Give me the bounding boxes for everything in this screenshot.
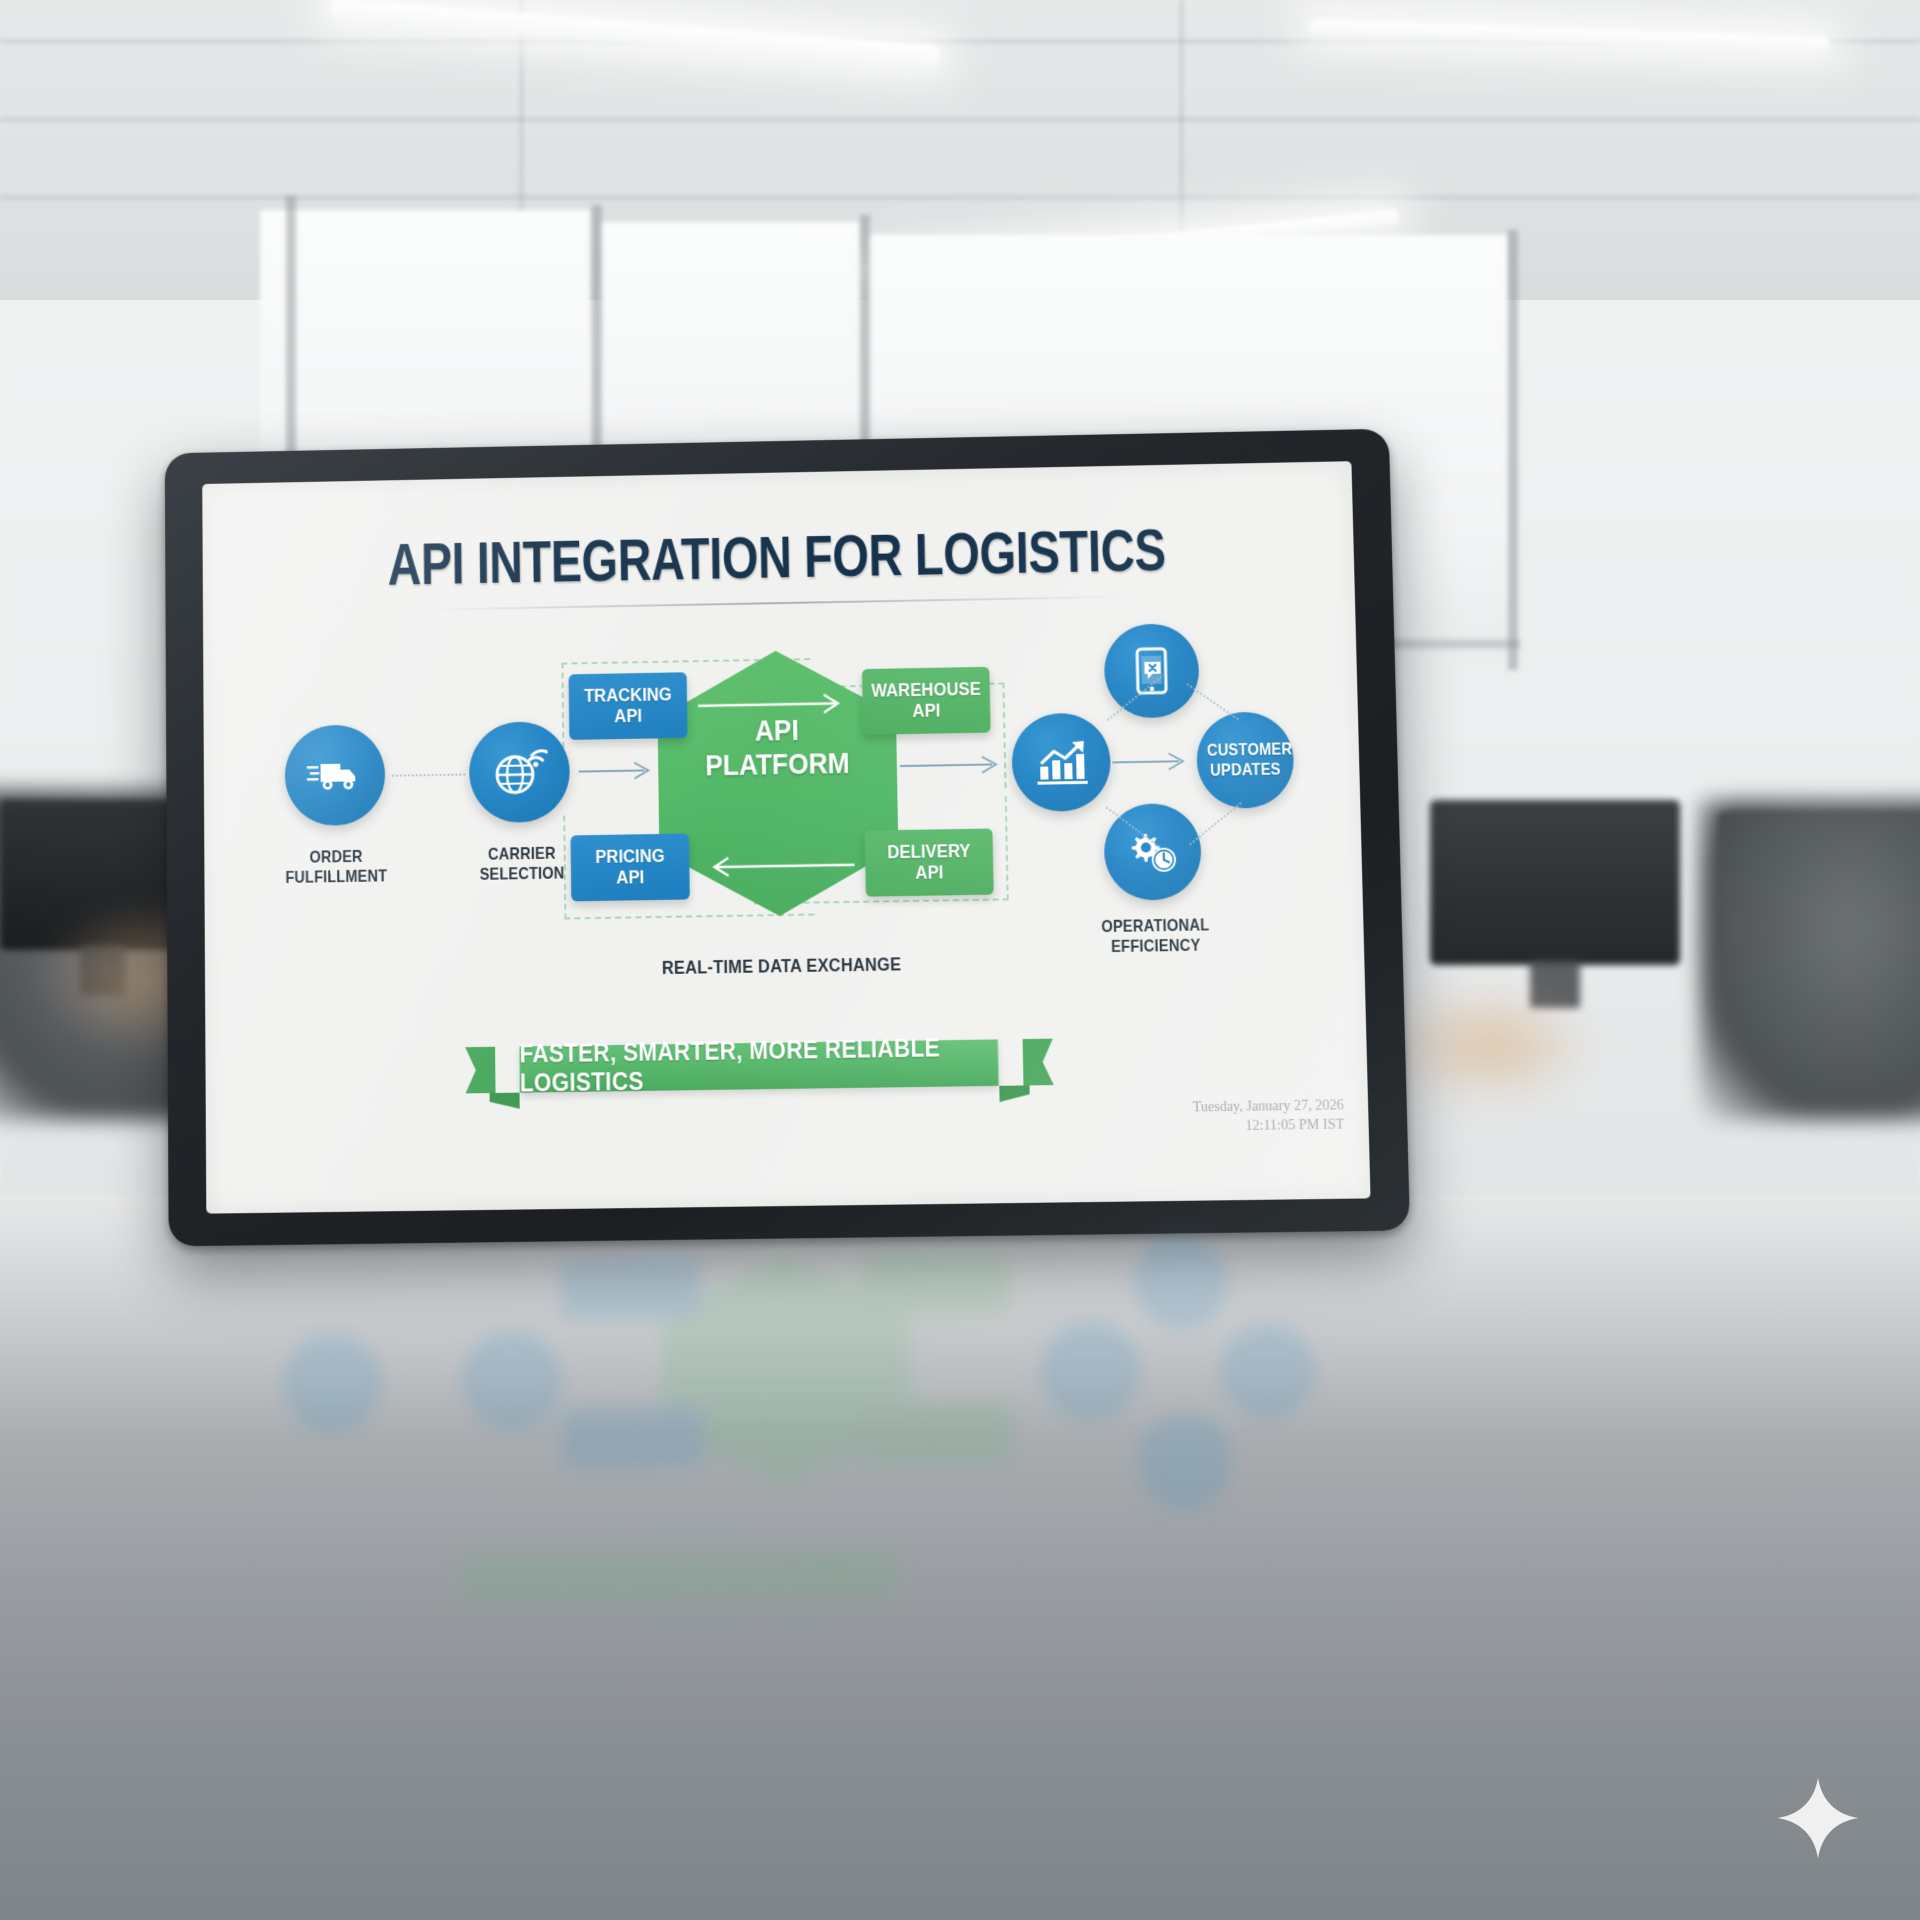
tracking-api-box[interactable]: TRACKING API xyxy=(568,672,688,740)
ceiling-grid-line xyxy=(0,196,1920,199)
carrier-selection-line1: CARRIER xyxy=(488,843,556,864)
globe-signal-icon xyxy=(491,746,547,799)
office-light-blob xyxy=(1380,980,1600,1110)
ceiling-grid-line xyxy=(0,118,1920,121)
timestamp-date: Tuesday, January 27, 2026 xyxy=(1192,1098,1344,1116)
ribbon-text: FASTER, SMARTER, MORE RELIABLE LOGISTICS xyxy=(519,1034,999,1098)
connector-mobile-to-customer xyxy=(1186,683,1239,721)
smartphone-alert-icon xyxy=(1128,645,1175,698)
timestamp-time: 12:11:05 PM IST xyxy=(1245,1117,1345,1134)
pricing-api-box[interactable]: PRICING API xyxy=(570,833,690,902)
warehouse-api-line2: API xyxy=(912,700,941,722)
order-fulfillment-line2: FULFILLMENT xyxy=(285,866,388,888)
arrow-tracking-to-warehouse-icon xyxy=(696,691,856,718)
tablet-screen[interactable]: API INTEGRATION FOR LOGISTICS API PLATFO… xyxy=(202,461,1371,1214)
tablet-device: API INTEGRATION FOR LOGISTICS API PLATFO… xyxy=(164,428,1411,1247)
office-chair xyxy=(1700,800,1920,1120)
pricing-api-line2: API xyxy=(616,867,645,889)
office-monitor xyxy=(1430,800,1680,965)
real-time-data-exchange-label: REAL-TIME DATA EXCHANGE xyxy=(661,954,902,980)
customer-updates-line2: UPDATES xyxy=(1209,759,1281,780)
delivery-api-line1: DELIVERY xyxy=(887,840,971,863)
presentation-slide: API INTEGRATION FOR LOGISTICS API PLATFO… xyxy=(202,461,1370,1213)
operational-efficiency-circle[interactable] xyxy=(1103,802,1203,901)
ceiling-grid-line xyxy=(1180,0,1183,250)
window-mullion xyxy=(1508,230,1518,670)
pricing-api-line1: PRICING xyxy=(595,845,665,868)
gemini-sparkle-icon xyxy=(1777,1777,1859,1859)
mobile-notification-circle[interactable] xyxy=(1103,623,1200,719)
customer-updates-label: CUSTOMER UPDATES xyxy=(1207,739,1293,781)
ribbon-tail-right xyxy=(1023,1039,1054,1086)
tracking-api-line1: TRACKING xyxy=(583,684,672,707)
operational-efficiency-line1: OPERATIONAL xyxy=(1101,915,1210,937)
order-fulfillment-line1: ORDER xyxy=(309,846,363,867)
bar-chart-growth-icon xyxy=(1037,740,1088,785)
delivery-api-line2: API xyxy=(915,862,944,884)
warehouse-api-line1: WAREHOUSE xyxy=(871,678,982,702)
gear-clock-icon xyxy=(1131,833,1181,876)
title-divider xyxy=(425,595,1129,611)
api-platform-line2: PLATFORM xyxy=(704,746,850,782)
analytics-circle[interactable] xyxy=(1011,712,1112,813)
api-platform-label: API PLATFORM xyxy=(672,713,883,784)
carrier-selection-label: CARRIER SELECTION xyxy=(462,843,582,886)
arrow-analytics-to-customer-icon xyxy=(1112,750,1197,773)
ceiling-grid-line xyxy=(0,40,1920,43)
window-mullion xyxy=(286,196,296,656)
delivery-truck-icon xyxy=(306,763,355,790)
arrow-delivery-to-pricing-icon xyxy=(698,856,858,877)
carrier-selection-circle[interactable] xyxy=(468,721,571,824)
customer-updates-line1: CUSTOMER xyxy=(1206,738,1293,760)
order-fulfillment-circle[interactable] xyxy=(284,724,386,827)
page-title: API INTEGRATION FOR LOGISTICS xyxy=(387,517,1167,598)
warehouse-api-box[interactable]: WAREHOUSE API xyxy=(861,666,991,735)
delivery-api-box[interactable]: DELIVERY API xyxy=(864,828,994,897)
ribbon-fold-left xyxy=(490,1093,520,1110)
connector-efficiency-to-customer xyxy=(1189,802,1242,846)
tagline-ribbon: FASTER, SMARTER, MORE RELIABLE LOGISTICS xyxy=(465,1034,1054,1102)
timestamp: Tuesday, January 27, 2026 12:11:05 PM IS… xyxy=(1192,1097,1344,1137)
api-platform-line1: API xyxy=(754,714,800,748)
window-mullion xyxy=(592,205,602,660)
arrow-platform-to-analytics-icon xyxy=(899,755,998,773)
carrier-selection-line2: SELECTION xyxy=(479,863,565,885)
tracking-api-line2: API xyxy=(614,705,643,728)
ribbon-tail-left xyxy=(465,1047,495,1094)
customer-updates-circle[interactable]: CUSTOMER UPDATES xyxy=(1195,711,1295,810)
arrow-carrier-to-platform-icon xyxy=(578,759,660,782)
order-fulfillment-label: ORDER FULFILLMENT xyxy=(275,846,396,889)
connector-order-to-carrier xyxy=(391,773,466,777)
ceiling-grid-line xyxy=(520,0,523,250)
ribbon-fold-right xyxy=(999,1085,1030,1102)
